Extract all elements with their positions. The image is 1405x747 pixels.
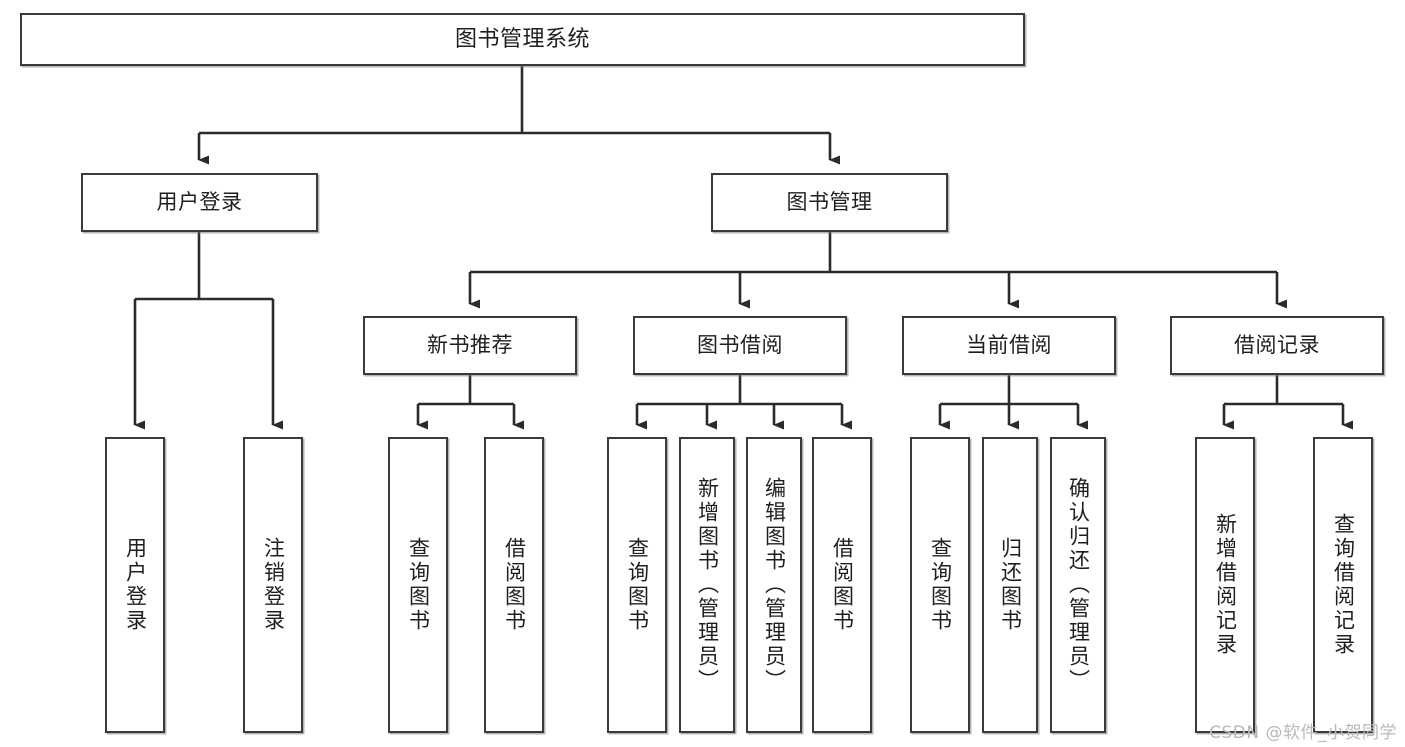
node-label: 归还图书 [998, 537, 1023, 633]
node-label: 当前借阅 [966, 333, 1052, 358]
node-label: 图书管理 [786, 190, 873, 215]
borrow-record-to-leaves-connectors [1222, 375, 1353, 430]
node-label: 查询图书 [406, 537, 431, 633]
node-borrow-record[interactable]: 借阅记录 [1170, 316, 1384, 375]
root-to-level2-connectors [197, 66, 840, 165]
node-label: 查询图书 [625, 537, 650, 633]
node-label: 用户登录 [156, 190, 243, 215]
node-book-borrow[interactable]: 图书借阅 [633, 316, 847, 375]
node-label: 用户登录 [123, 537, 148, 633]
node-leaf-confirm-return[interactable]: 确认归还（管理员） [1050, 437, 1106, 733]
node-leaf-query-book-1[interactable]: 查询图书 [388, 437, 448, 733]
node-leaf-return-book[interactable]: 归还图书 [982, 437, 1038, 733]
node-current-borrow[interactable]: 当前借阅 [902, 316, 1116, 375]
node-leaf-query-book-3[interactable]: 查询图书 [910, 437, 970, 733]
node-leaf-add-book[interactable]: 新增图书（管理员） [679, 437, 735, 733]
node-leaf-query-book-2[interactable]: 查询图书 [607, 437, 667, 733]
node-label: 查询图书 [928, 537, 953, 633]
node-leaf-borrow-book-1[interactable]: 借阅图书 [484, 437, 544, 733]
node-label: 新增借阅记录 [1213, 513, 1238, 657]
node-book-manage[interactable]: 图书管理 [711, 173, 948, 232]
node-label: 查询借阅记录 [1331, 513, 1356, 657]
current-borrow-to-leaves-connectors [938, 375, 1088, 430]
node-leaf-add-record[interactable]: 新增借阅记录 [1195, 437, 1255, 733]
node-user-login[interactable]: 用户登录 [81, 173, 318, 232]
node-leaf-query-record[interactable]: 查询借阅记录 [1313, 437, 1373, 733]
new-book-recommend-to-leaves-connectors [416, 375, 524, 430]
node-new-book-recommend[interactable]: 新书推荐 [363, 316, 577, 375]
node-label: 借阅图书 [830, 537, 855, 633]
node-leaf-edit-book[interactable]: 编辑图书（管理员） [746, 437, 802, 733]
node-label: 图书管理系统 [454, 26, 590, 52]
node-leaf-user-login[interactable]: 用户登录 [105, 437, 165, 733]
node-label: 确认归还（管理员） [1066, 477, 1091, 693]
book-borrow-to-leaves-connectors [635, 375, 852, 430]
node-label: 借阅记录 [1234, 333, 1320, 358]
user-login-to-leaves-connectors [133, 232, 283, 430]
node-label: 注销登录 [261, 537, 286, 633]
node-label: 编辑图书（管理员） [762, 477, 787, 693]
node-label: 图书借阅 [697, 333, 783, 358]
node-label: 新增图书（管理员） [695, 477, 720, 693]
watermark-text: CSDN @软件_小贺同学 [1209, 723, 1397, 743]
node-leaf-logout-login[interactable]: 注销登录 [243, 437, 303, 733]
node-leaf-borrow-book-2[interactable]: 借阅图书 [812, 437, 872, 733]
node-label: 借阅图书 [502, 537, 527, 633]
node-root-book-management-system[interactable]: 图书管理系统 [20, 13, 1025, 66]
node-label: 新书推荐 [427, 333, 513, 358]
book-manage-to-level3-connectors [468, 232, 1287, 309]
